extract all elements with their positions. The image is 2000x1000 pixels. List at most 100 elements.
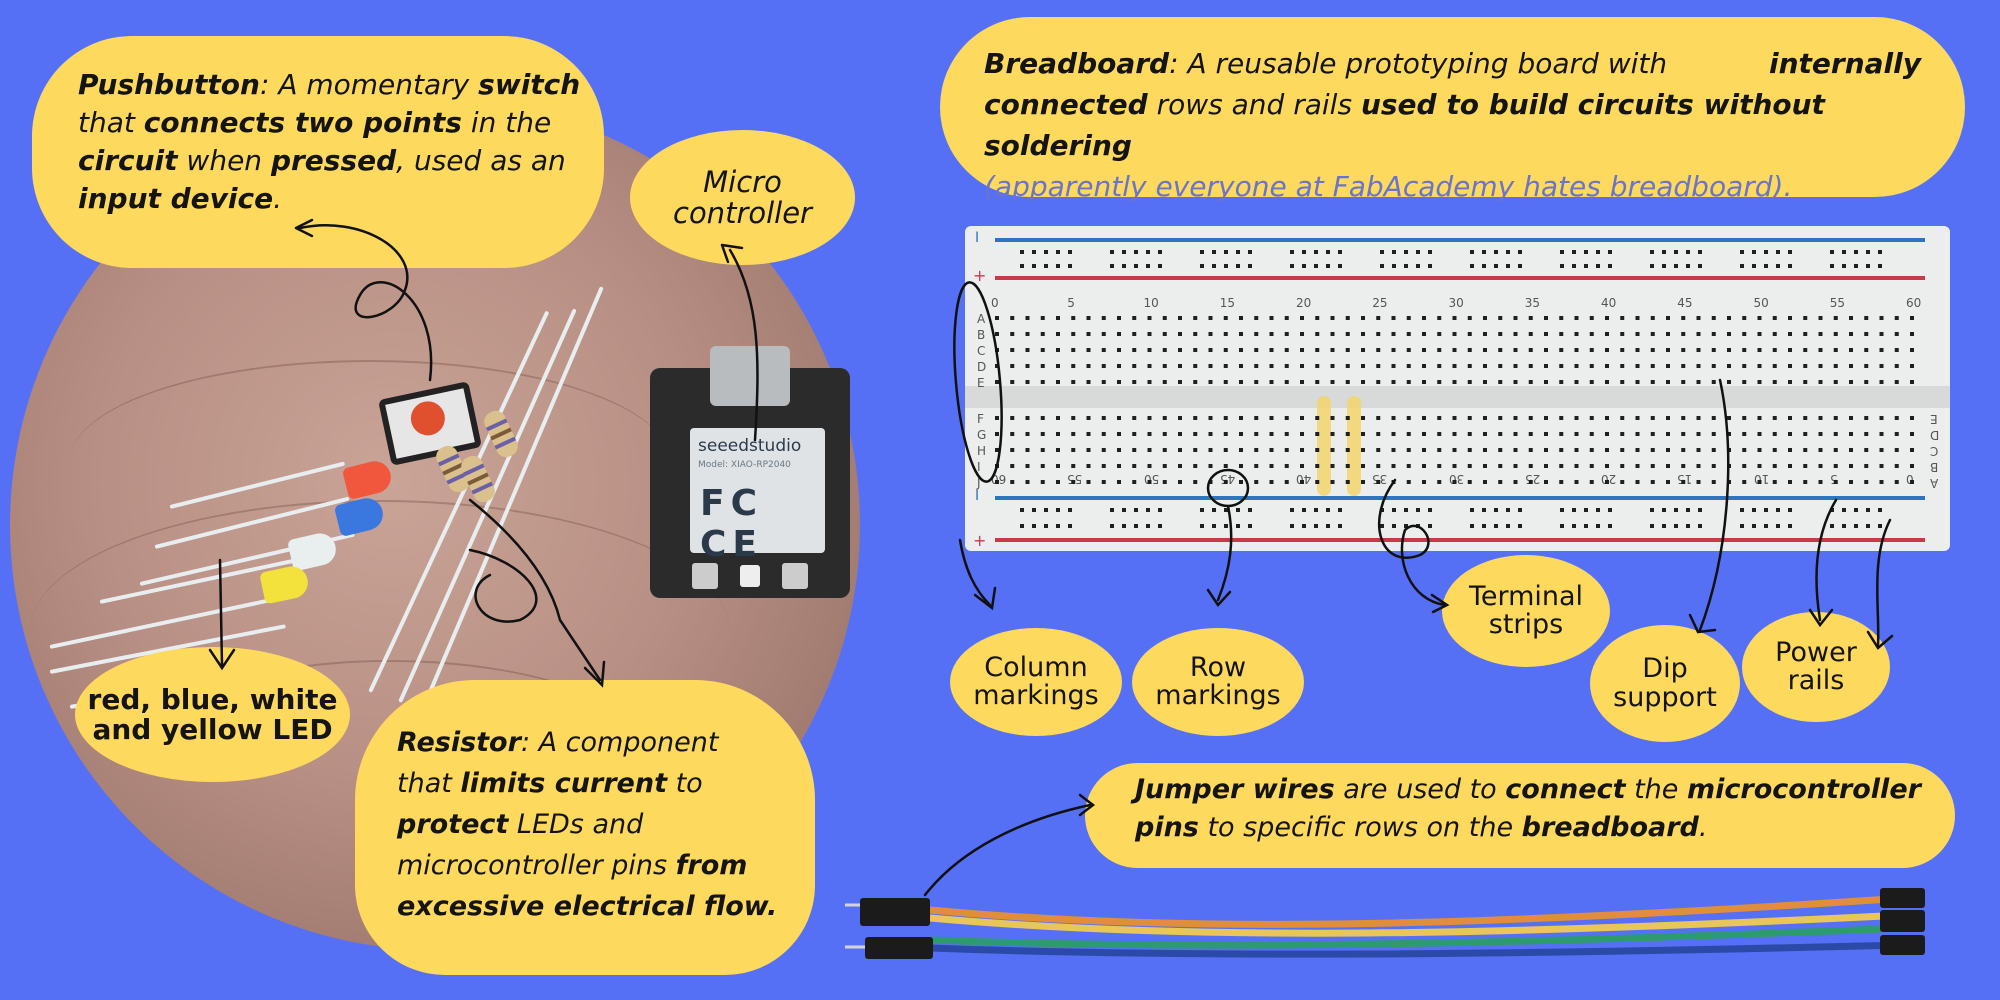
text: LEDs and <box>508 809 644 840</box>
hole <box>1345 332 1350 336</box>
highlight: protect <box>397 809 509 840</box>
hole <box>1589 332 1594 336</box>
hole <box>1650 524 1654 528</box>
hole <box>1757 448 1762 452</box>
hole <box>1040 316 1045 320</box>
hole <box>1833 316 1838 320</box>
hole <box>1752 264 1756 268</box>
hole <box>1071 348 1076 352</box>
highlight: connects two points <box>143 106 462 139</box>
hole <box>1391 432 1396 436</box>
hole <box>1437 364 1442 368</box>
row-letter: J <box>977 476 981 490</box>
jumper-header <box>865 937 933 959</box>
hole <box>1666 332 1670 336</box>
hole <box>1879 348 1884 352</box>
hole <box>1498 364 1503 368</box>
hole <box>1711 348 1716 352</box>
hole <box>1345 464 1350 468</box>
hole <box>1513 380 1518 384</box>
hole <box>1711 332 1716 336</box>
hole <box>1406 332 1411 336</box>
hole <box>1302 250 1306 254</box>
hole <box>1681 416 1686 420</box>
hole <box>1224 264 1228 268</box>
hole <box>1854 524 1858 528</box>
hole <box>1544 364 1548 368</box>
hole <box>1866 524 1870 528</box>
hole <box>1605 348 1609 352</box>
hole <box>1223 448 1228 452</box>
hole <box>1284 464 1289 468</box>
hole <box>1361 448 1365 452</box>
hole <box>1803 364 1808 368</box>
hole <box>1193 480 1198 484</box>
hole <box>1223 332 1228 336</box>
hole <box>1178 332 1182 336</box>
hole <box>1572 264 1576 268</box>
hole <box>1818 480 1823 484</box>
hole <box>1854 264 1858 268</box>
hole <box>1757 332 1762 336</box>
label-line: markings <box>973 680 1099 711</box>
column-number: 30 <box>1448 296 1464 310</box>
hole <box>1025 448 1030 452</box>
hole <box>1574 416 1579 420</box>
hole <box>1528 448 1533 452</box>
hole <box>1284 480 1289 484</box>
hole <box>1452 332 1457 336</box>
hole <box>1422 464 1426 468</box>
hole <box>1300 416 1304 420</box>
hole <box>1025 464 1030 468</box>
hole <box>1056 348 1060 352</box>
breadboard-line-1: Breadboard: A reusable prototyping board… <box>984 43 1921 84</box>
hole <box>1212 508 1216 512</box>
hole <box>1910 380 1914 384</box>
highlight: pressed <box>270 144 397 177</box>
rf-shield: seeedstudio Model: XIAO-RP2040 FC CE <box>690 428 825 565</box>
hole <box>1574 348 1579 352</box>
hole <box>1208 348 1213 352</box>
hole <box>1086 380 1091 384</box>
hole <box>1178 432 1182 436</box>
hole <box>1560 508 1564 512</box>
hole <box>1494 524 1498 528</box>
hole <box>1269 332 1274 336</box>
hole <box>1200 508 1204 512</box>
hole <box>1498 316 1503 320</box>
hole <box>1727 348 1731 352</box>
hole <box>1518 264 1522 268</box>
hole <box>1391 464 1396 468</box>
hole <box>1330 348 1335 352</box>
hole <box>1818 380 1823 384</box>
hole <box>1589 448 1594 452</box>
hole <box>1437 448 1442 452</box>
hole <box>1284 432 1289 436</box>
hole <box>1376 332 1381 336</box>
hole <box>1666 448 1670 452</box>
hole <box>1437 380 1442 384</box>
minus-marker: I <box>975 230 980 246</box>
hole <box>1727 448 1731 452</box>
hole <box>1428 524 1432 528</box>
hole <box>1559 480 1564 484</box>
hole <box>1864 332 1869 336</box>
hole <box>1122 264 1126 268</box>
hole <box>1483 364 1487 368</box>
hole <box>1071 480 1076 484</box>
hole <box>1572 250 1576 254</box>
hole <box>1025 380 1030 384</box>
hole <box>1162 316 1167 320</box>
hole <box>1330 316 1335 320</box>
hole <box>1361 380 1365 384</box>
hole <box>1132 332 1137 336</box>
hole <box>1071 448 1076 452</box>
hole <box>1650 464 1655 468</box>
hole <box>1044 264 1048 268</box>
hole <box>1239 380 1243 384</box>
jumper-header <box>860 898 930 926</box>
led-label-line-2: and yellow LED <box>92 712 333 746</box>
hole <box>1467 464 1472 468</box>
column-number: 20 <box>1296 296 1312 310</box>
hole <box>1498 332 1503 336</box>
